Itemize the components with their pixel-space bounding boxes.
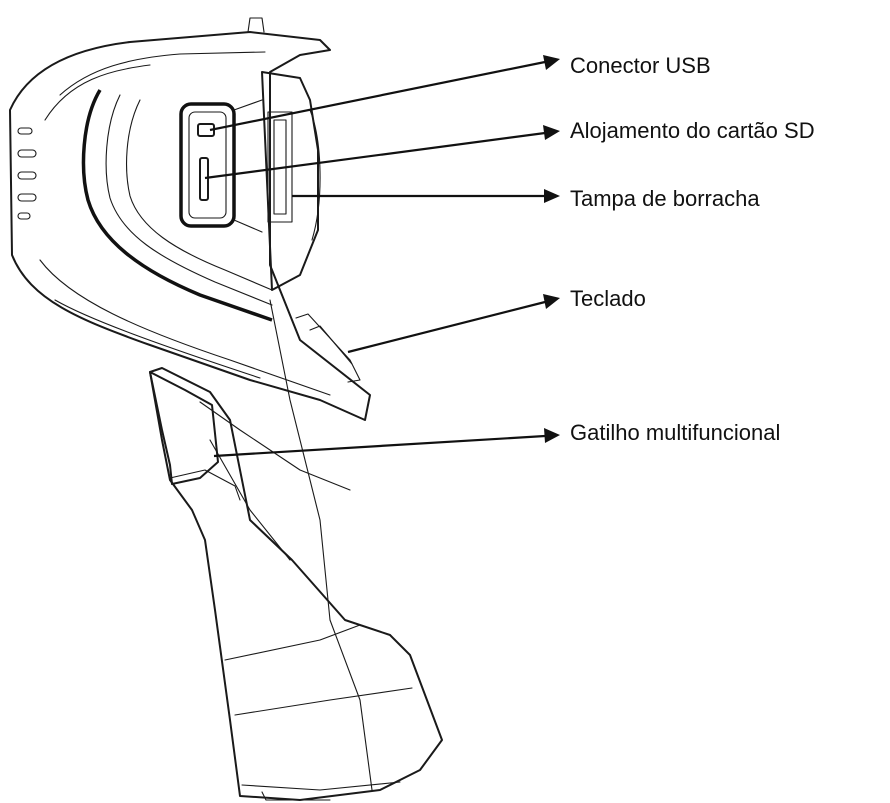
grip-panel-line-5	[241, 781, 401, 791]
label-gatilho-multifuncional: Gatilho multifuncional	[570, 420, 781, 445]
head-inner-curve-2	[44, 64, 151, 121]
sd-slot	[199, 157, 209, 201]
arrow-gatilho	[544, 428, 560, 443]
top-stub	[247, 17, 265, 33]
arrow-tampa	[544, 189, 560, 203]
trigger	[149, 371, 219, 485]
grip-base	[261, 791, 331, 801]
arrow-teclado	[543, 294, 560, 309]
arrow-usb	[543, 55, 560, 70]
label-conector-usb: Conector USB	[570, 53, 711, 78]
leader-lines	[204, 55, 560, 458]
vent-slots	[17, 127, 37, 220]
head-lower-sweep	[39, 259, 331, 396]
head-bezel-inner	[105, 94, 273, 306]
head-outer-shell	[9, 31, 371, 421]
grip-panel-line-1	[199, 401, 351, 491]
arrow-sd	[543, 125, 560, 140]
keypad-ridge-2	[309, 325, 353, 365]
side-panel-edge	[309, 109, 321, 241]
side-panel	[261, 71, 319, 291]
leader-teclado	[347, 300, 546, 354]
leader-gatilho	[213, 434, 546, 458]
port-housing-flange	[233, 99, 263, 233]
grip-outline	[149, 367, 443, 801]
keypad-ridge	[295, 313, 361, 383]
rubber-flap-inner	[273, 119, 287, 215]
label-alojamento-cartao-sd: Alojamento do cartão SD	[570, 118, 815, 143]
leader-sd	[204, 131, 546, 180]
rubber-flap	[267, 111, 293, 223]
head-lower-sweep-2	[54, 299, 261, 379]
head-bezel-thick	[81, 89, 273, 322]
grip-panel-line-3	[224, 624, 361, 661]
label-tampa-de-borracha: Tampa de borracha	[570, 186, 760, 211]
grip-panel-line-2	[269, 299, 373, 791]
port-housing	[179, 102, 236, 228]
trigger-inner	[169, 469, 241, 501]
head-inner-curve-1	[59, 51, 266, 96]
port-housing-inner	[188, 111, 227, 219]
grip-panel-line-4	[234, 687, 413, 716]
head-bezel-inner-2	[126, 99, 273, 291]
camera-body	[9, 17, 443, 801]
grip-panel-line-6	[209, 439, 291, 561]
leader-usb	[209, 60, 546, 132]
label-teclado: Teclado	[570, 286, 646, 311]
